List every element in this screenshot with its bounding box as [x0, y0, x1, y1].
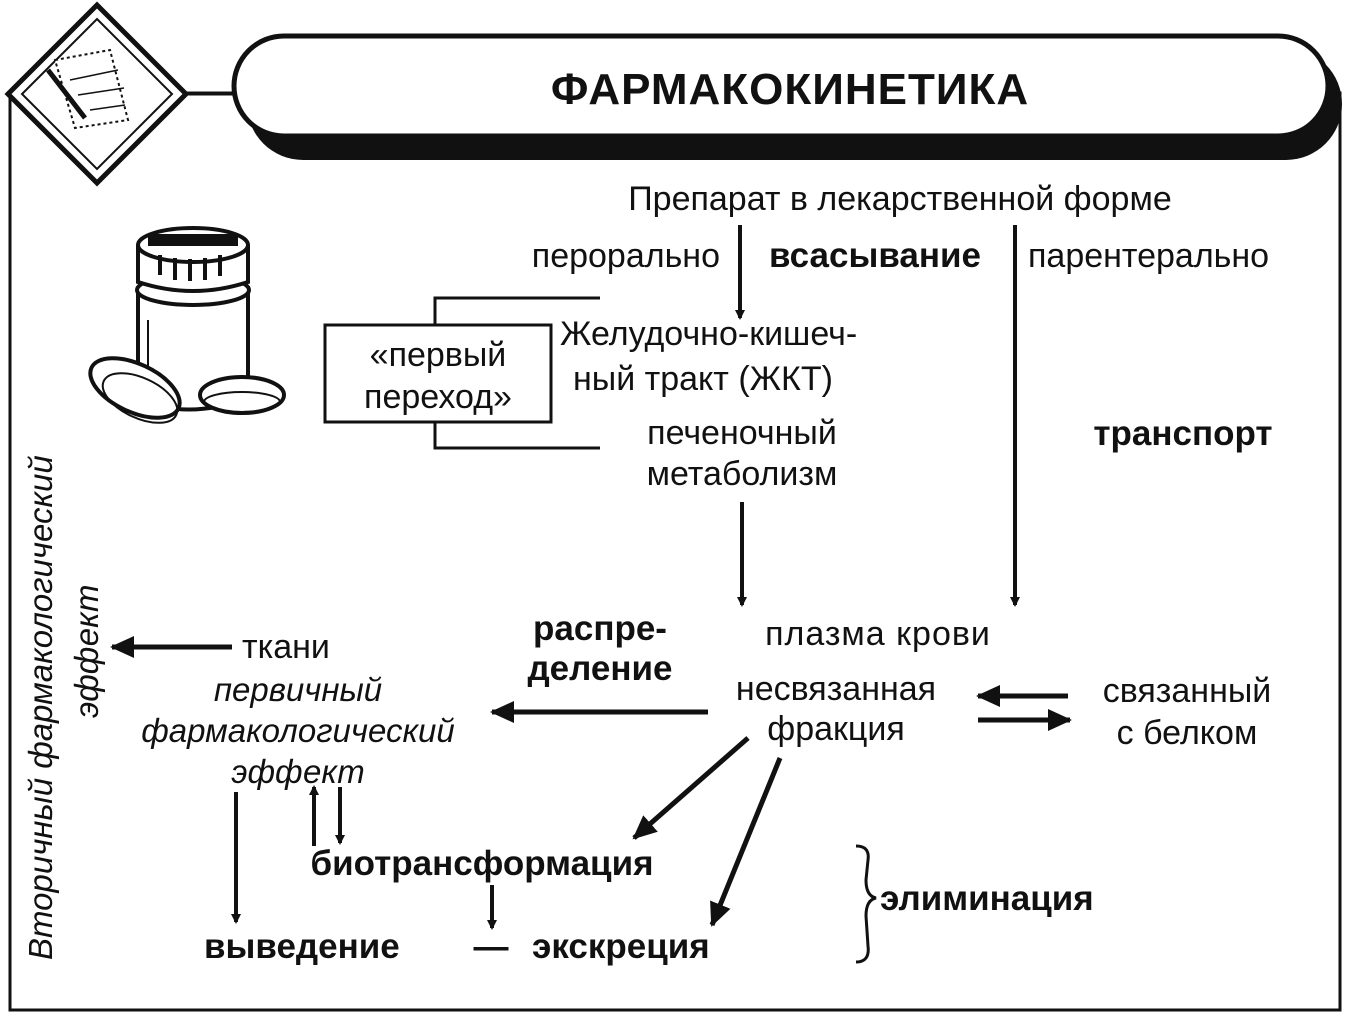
- tissues-label: ткани: [242, 628, 330, 666]
- arrow-to-biotransformation: [632, 736, 750, 840]
- pill-bottle-icon: [88, 226, 286, 424]
- bound-line2: с белком: [1117, 714, 1258, 752]
- first-pass-box: [323, 323, 553, 424]
- absorption-label: всасывание: [769, 236, 981, 275]
- dash-label: —: [474, 927, 509, 966]
- unbound-line2: фракция: [767, 710, 905, 748]
- oral-label: перорально: [532, 237, 720, 275]
- title-banner: [231, 33, 1331, 139]
- primary-effect-line3: эффект: [231, 753, 365, 790]
- first-pass-line2: переход»: [364, 378, 512, 416]
- elimination-label: элиминация: [880, 879, 1094, 918]
- distribution-line1: распре-: [533, 609, 667, 648]
- hepatic-line2: метаболизм: [647, 455, 838, 493]
- parenteral-label: парентерально: [1028, 237, 1269, 275]
- first-pass-line1: «первый: [370, 336, 507, 374]
- page-title: ФАРМАКОКИНЕТИКА: [551, 65, 1029, 114]
- elimination-brace: [855, 844, 877, 964]
- excretion-label: экскреция: [532, 927, 710, 966]
- drug-form-label: Препарат в лекарственной форме: [628, 180, 1172, 218]
- distribution-line2: деление: [527, 649, 672, 688]
- hepatic-line1: печеночный: [647, 414, 837, 452]
- primary-effect-line2: фармакологический: [141, 712, 455, 749]
- primary-effect-line1: первичный: [214, 671, 382, 708]
- secondary-effect: Вторичный фармакологический эффект: [22, 455, 105, 960]
- unbound-line1: несвязанная: [736, 670, 936, 708]
- arrow-to-excretion: [709, 757, 783, 927]
- transport-label: транспорт: [1093, 414, 1272, 453]
- plasma-label: плазма крови: [765, 615, 991, 653]
- secondary-effect-line1: Вторичный фармакологический: [22, 455, 59, 960]
- first-pass-bracket: [433, 296, 600, 450]
- git-line2: ный тракт (ЖКТ): [573, 360, 833, 398]
- secondary-effect-line2: эффект: [68, 584, 105, 718]
- bound-line1: связанный: [1103, 672, 1272, 710]
- removal-label: выведение: [204, 927, 400, 966]
- git-line1: Желудочно-кишеч-: [560, 315, 857, 353]
- biotransformation-label: биотрансформация: [310, 844, 653, 883]
- document-diamond-icon: [4, 1, 190, 187]
